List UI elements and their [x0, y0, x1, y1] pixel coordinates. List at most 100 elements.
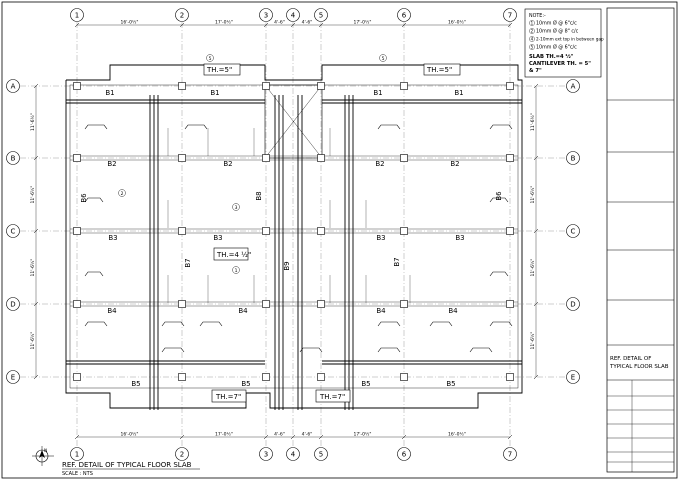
dim-text-side-right-0: 11'-6½" [529, 113, 536, 131]
column-5B [317, 154, 325, 162]
slab-th-top-left: TH.=5" [206, 66, 232, 74]
rebar-crank-5 [161, 321, 185, 327]
column-6E [400, 373, 408, 381]
beam-label-left-6: B4 [107, 307, 117, 315]
dim-tick [401, 434, 407, 440]
slab-th-top-right: TH.=5" [426, 66, 452, 74]
grid-bubble-bottom-4-circle [286, 447, 300, 461]
grid-bubble-top-3-circle [259, 8, 273, 22]
dim-tick [263, 434, 269, 440]
stair-opening [264, 84, 323, 159]
column-6B [400, 154, 408, 162]
grid-bubble-right-C-circle [566, 224, 580, 238]
grid-bubble-top-7-label: 7 [508, 12, 512, 20]
grid-bubble-bottom-5-circle [314, 447, 328, 461]
note-item-1: 1 10mm Ø @ 6"c/c [529, 20, 577, 27]
rebar-crank-3 [377, 124, 401, 130]
rebar-crank-11 [489, 197, 509, 203]
grid-bubble-bottom-6-label: 6 [402, 451, 407, 459]
grid-bubble-bottom-6-circle [397, 447, 411, 461]
slab-th-middle: TH.=4 ½" [216, 251, 251, 259]
bar-mark-2: 2 [121, 191, 124, 197]
grid-bubble-right-A-circle [566, 79, 580, 93]
rebar-layer [66, 95, 522, 410]
beam-label-right-1: B1 [454, 89, 463, 97]
slab-outline [65, 64, 523, 409]
column-7A [506, 82, 514, 90]
bar-mark-3: 3 [235, 205, 238, 211]
bar-marks: 1 2 3 5 5 [118, 54, 387, 274]
beam-label-left-9: B5 [241, 380, 250, 388]
column-1D [73, 300, 81, 308]
columns-layer [73, 82, 514, 381]
dimensions-layer: 16'-0½"17'-0½"4'-6"4'-6"17'-0½"16'-0½"16… [29, 19, 539, 440]
grid-bubble-top-1-circle [70, 8, 84, 22]
slab-labels: TH.=5" TH.=5" TH.=4 ½" TH.=7" TH.=7" [203, 63, 461, 403]
grid-bubble-left-B-label: B [11, 155, 16, 163]
svg-text:1: 1 [531, 21, 534, 26]
rebar-crank-14 [161, 347, 185, 353]
column-3C [262, 227, 270, 235]
column-1A [73, 82, 81, 90]
beam-label-left-7: B4 [238, 307, 248, 315]
dim-tick [318, 434, 324, 440]
bar-mark-1: 1 [235, 268, 238, 274]
beam-label-left-3: B2 [223, 160, 232, 168]
grid-bubble-bottom-4-label: 4 [291, 451, 296, 459]
note-item-2: 2 10mm Ø @ 8" c/c [529, 28, 579, 35]
rebar-crank-9 [429, 321, 453, 327]
grid-bubble-top-4-label: 4 [291, 12, 296, 20]
dim-text-top-1: 17'-0½" [215, 19, 233, 26]
rebar-crank-16 [377, 347, 401, 353]
grid-bubble-right-E-label: E [571, 374, 575, 382]
dim-text-bottom-1: 17'-0½" [215, 431, 233, 438]
note-text-3: 2-10mm ext top in between gap [536, 37, 604, 42]
grid-bubble-top-6-circle [397, 8, 411, 22]
slab-plan [65, 64, 523, 409]
slab-th-bottom-left: TH.=7" [215, 393, 241, 401]
dim-text-bottom-5: 16'-0½" [448, 431, 466, 438]
beam-label-left-8: B5 [131, 380, 140, 388]
grid-bubble-bottom-1-circle [70, 447, 84, 461]
column-6D [400, 300, 408, 308]
dim-tick [507, 22, 513, 28]
dim-tick [507, 434, 513, 440]
dim-tick [401, 22, 407, 28]
column-7D [506, 300, 514, 308]
column-5A [317, 82, 325, 90]
dim-text-bottom-4: 17'-0½" [354, 431, 372, 438]
column-3D [262, 300, 270, 308]
dim-tick [33, 228, 39, 234]
grid-bubble-top-1-label: 1 [75, 12, 79, 20]
bar-mark-5-right: 5 [382, 56, 385, 62]
dim-tick [74, 434, 80, 440]
grid-bubble-bottom-2-label: 2 [180, 451, 184, 459]
dim-text-side-left-3: 11'-6½" [29, 332, 36, 350]
north-arrow-icon: N [32, 446, 54, 466]
grid-bubble-left-E-circle [6, 370, 20, 384]
dim-text-side-right-1: 11'-6½" [529, 186, 536, 204]
note-slab-thickness: SLAB TH.=4 ½" [529, 53, 574, 60]
dim-tick [318, 22, 324, 28]
title-block-line1: REF. DETAIL OF [610, 356, 651, 362]
grid-bubble-right-C-label: C [571, 228, 576, 236]
grid-bubble-top-7-circle [503, 8, 517, 22]
grid-bubble-top-3-label: 3 [264, 12, 268, 20]
grid-bubble-right-D-circle [566, 297, 580, 311]
grid-bubble-right-A-label: A [571, 83, 576, 91]
dim-text-bottom-3: 4'-6" [302, 432, 313, 438]
rebar-crank-7 [489, 321, 513, 327]
column-7B [506, 154, 514, 162]
dim-tick [533, 301, 539, 307]
title-block-line2: TYPICAL FLOOR SLAB [609, 364, 669, 370]
dim-tick [33, 83, 39, 89]
note-text-1: 10mm Ø @ 6"c/c [536, 20, 577, 27]
rebar-crank-1 [184, 124, 208, 130]
north-mark-label: N [44, 448, 47, 454]
dim-tick [533, 228, 539, 234]
note-item-3: 4 2-10mm ext top in between gap [529, 36, 604, 42]
dim-tick [533, 155, 539, 161]
